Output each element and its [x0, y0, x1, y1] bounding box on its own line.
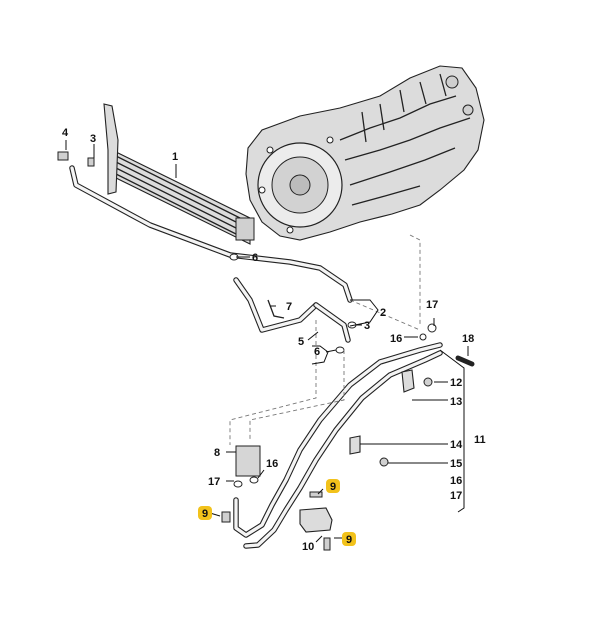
callout-18: 18	[462, 333, 474, 345]
callout-15: 15	[450, 458, 462, 470]
callout-3-mid: 3	[364, 320, 370, 332]
transmission-lines	[233, 342, 443, 549]
transmission	[245, 65, 485, 241]
callout-2: 2	[380, 307, 386, 319]
callout-4: 4	[62, 127, 69, 139]
callout-6-mid: 6	[314, 346, 320, 358]
leader-lines	[65, 140, 469, 543]
highlight-badge-9-bottom	[342, 532, 356, 546]
callout-9-left: 9	[202, 508, 208, 520]
callout-16-top: 16	[390, 333, 402, 345]
callout-10: 10	[302, 541, 314, 553]
callout-9-bottom: 9	[346, 534, 352, 546]
highlight-badge-9-mid	[326, 479, 340, 493]
guide-lines	[229, 234, 421, 445]
connector-block	[235, 445, 261, 477]
callout-5: 5	[298, 336, 304, 348]
clip-14	[349, 435, 361, 455]
bracket-13	[401, 369, 415, 393]
callout-17-right: 17	[450, 490, 462, 502]
callout-11: 11	[474, 434, 486, 446]
callout-6-top: 6	[252, 252, 258, 264]
callout-17-low: 17	[208, 476, 220, 488]
callout-17-top: 17	[426, 299, 438, 311]
callout-9-mid: 9	[330, 481, 336, 493]
callout-13: 13	[450, 396, 462, 408]
bracket-7	[267, 299, 285, 319]
highlighted-callouts: 9 9 9	[198, 479, 356, 546]
cooler-lines	[69, 165, 353, 343]
fasteners	[57, 151, 475, 551]
callout-7: 7	[286, 301, 292, 313]
callout-1: 1	[172, 151, 178, 163]
callout-16-low: 16	[266, 458, 278, 470]
callout-8: 8	[214, 447, 220, 459]
callout-12: 12	[450, 377, 462, 389]
callout-16-right: 16	[450, 475, 462, 487]
oil-cooler	[103, 103, 255, 245]
callout-14: 14	[450, 439, 463, 451]
highlight-badge-9-left	[198, 506, 212, 520]
bracket-10	[299, 507, 333, 533]
callout-3-top: 3	[90, 133, 96, 145]
callouts: 1 4 3 6 7 2 3 5 6 17 16 18 12 13 14 11 1…	[62, 127, 486, 553]
